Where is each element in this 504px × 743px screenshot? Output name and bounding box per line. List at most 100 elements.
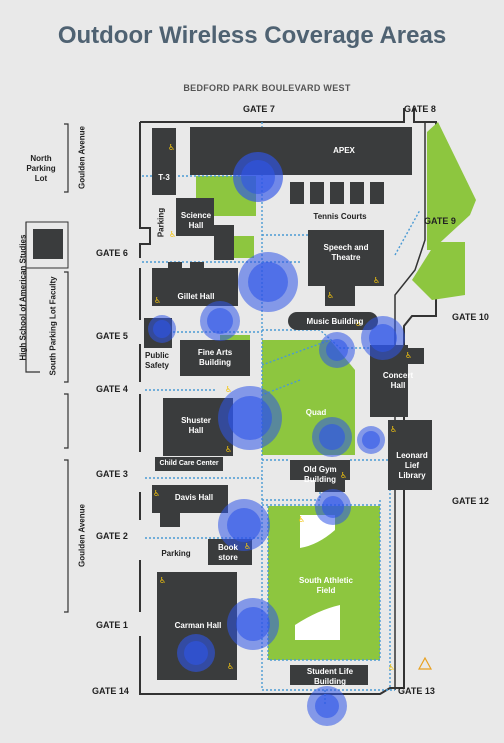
- gate-2-label: GATE 2: [96, 531, 128, 541]
- map-title: Outdoor Wireless Coverage Areas: [57, 22, 447, 49]
- building-gillet-tower-a: [168, 262, 182, 272]
- accessibility-icon: ♿: [390, 425, 397, 434]
- coverage-circle: [315, 694, 339, 718]
- accessibility-icon: ♿: [355, 319, 362, 328]
- south-parking-lot-label: South Parking Lot Faculty: [48, 276, 58, 376]
- building-student-life: [290, 665, 368, 685]
- gate-3-label: GATE 3: [96, 469, 128, 479]
- tennis-courts-blocks: [290, 182, 384, 204]
- south-athletic-field-label: South Athletic Field: [299, 576, 353, 595]
- coverage-circle: [153, 320, 171, 338]
- accessibility-icon: ♿: [405, 351, 412, 360]
- accessibility-icon: ♿: [225, 385, 232, 394]
- gate-12-label: GATE 12: [452, 496, 489, 506]
- accessibility-icon: ♿: [244, 542, 251, 551]
- building-davis-hall: [152, 485, 228, 513]
- accessibility-icon: ♿: [225, 445, 232, 454]
- accessibility-icon: ♿: [168, 143, 175, 152]
- coverage-circle: [236, 607, 270, 641]
- goulden-avenue-bottom-label: Goulden Avenue: [77, 504, 87, 567]
- accessibility-icon: ♿: [298, 515, 305, 524]
- speech-theatre-label: Speech and Theatre: [323, 243, 369, 262]
- building-apex: [190, 127, 412, 175]
- accessibility-icon: ♿: [340, 471, 347, 480]
- building-gillet-hall: [152, 268, 238, 306]
- coverage-circle: [319, 424, 345, 450]
- coverage-circle: [184, 641, 208, 665]
- old-gym-label: Old Gym Building: [303, 465, 337, 484]
- coverage-circle: [326, 339, 348, 361]
- coverage-circle: [228, 396, 272, 440]
- building-science-hall: [176, 198, 214, 236]
- accessibility-icon: ♿: [154, 296, 161, 305]
- parking-top-label: Parking: [156, 207, 166, 238]
- building-speech-annex: [325, 286, 355, 306]
- accessibility-icon: ♿: [169, 230, 176, 239]
- davis-hall-label: Davis Hall: [174, 493, 214, 502]
- building-concert-lobby: [396, 348, 424, 364]
- goulden-avenue-top-label: Goulden Avenue: [77, 126, 87, 189]
- gillet-hall-label: Gillet Hall: [177, 292, 215, 301]
- science-hall-label: Science Hall: [180, 211, 212, 230]
- wifi-coverage-areas: [148, 152, 405, 726]
- building-t3: [152, 128, 176, 195]
- coverage-circle: [248, 262, 288, 302]
- fine-arts-label: Fine Arts Building: [197, 348, 233, 367]
- parking-bottom-label: Parking: [161, 549, 191, 558]
- gate-14-label: GATE 14: [92, 686, 129, 696]
- side-brackets: [25, 123, 69, 613]
- building-fine-arts: [180, 340, 250, 376]
- accessibility-icon: ♿: [388, 663, 395, 672]
- public-safety-label: Public Safety: [144, 351, 169, 370]
- building-speech-theatre: [308, 230, 384, 286]
- coverage-circle: [227, 508, 261, 542]
- gate-6-label: GATE 6: [96, 248, 128, 258]
- gate-7-label: GATE 7: [243, 104, 275, 114]
- gate-5-label: GATE 5: [96, 331, 128, 341]
- coverage-circle: [362, 431, 380, 449]
- gate-8-label: GATE 8: [404, 104, 436, 114]
- building-leonard-lief: [388, 420, 432, 490]
- accessibility-icon: ♿: [327, 291, 334, 300]
- music-building-label: Music Building: [306, 317, 364, 326]
- green-area-gillet-n: [232, 236, 254, 258]
- green-area-east: [412, 242, 465, 300]
- gate-1-label: GATE 1: [96, 620, 128, 630]
- carman-hall-label: Carman Hall: [174, 621, 222, 630]
- leonard-lief-library-label: Leonard Lief Library: [396, 451, 428, 480]
- shuster-hall-label: Shuster Hall: [181, 416, 211, 435]
- accessibility-icon: ♿: [373, 276, 380, 285]
- north-parking-lot-label: North Parking Lot: [26, 154, 56, 183]
- accessibility-icon: ♿: [159, 576, 166, 585]
- building-old-gym: [290, 460, 350, 480]
- coverage-circle: [369, 324, 397, 352]
- building-science-wing: [214, 225, 234, 260]
- building-old-gym-annex: [315, 480, 345, 492]
- student-life-building-label: Student Life Building: [306, 667, 354, 686]
- high-school-american-studies-label: High School of American Studies: [18, 234, 28, 361]
- coverage-circle: [241, 160, 275, 194]
- accessibility-icon: ♿: [227, 662, 234, 671]
- t3-label: T-3: [158, 173, 170, 182]
- warning-triangle-icon: [417, 656, 433, 670]
- green-area-ne: [427, 122, 476, 250]
- child-care-center-label: Child Care Center: [159, 460, 219, 467]
- accessibility-icons: ♿ ♿ ♿ ♿ ♿ ♿ ♿ ♿ ♿ ♿ ♿ ♿ ♿ ♿ ♿ ♿ ♿: [153, 143, 412, 672]
- street-label-bedford-park: BEDFORD PARK BOULEVARD WEST: [183, 83, 351, 93]
- quad-label: Quad: [305, 408, 327, 417]
- accessibility-icon: ♿: [153, 489, 160, 498]
- gate-4-label: GATE 4: [96, 384, 128, 394]
- building-gillet-tower-b: [190, 262, 204, 272]
- tennis-courts-label: Tennis Courts: [313, 212, 367, 221]
- building-davis-wing: [160, 513, 180, 527]
- coverage-circle: [322, 496, 344, 518]
- gate-10-label: GATE 10: [452, 312, 489, 322]
- gate-9-label: GATE 9: [424, 216, 456, 226]
- bookstore-label: Book store: [218, 543, 238, 562]
- building-music: [288, 312, 378, 330]
- green-areas: [196, 122, 476, 660]
- concert-hall-label: Concert Hall: [382, 371, 414, 390]
- coverage-circle: [207, 308, 233, 334]
- apex-label: APEX: [333, 146, 355, 155]
